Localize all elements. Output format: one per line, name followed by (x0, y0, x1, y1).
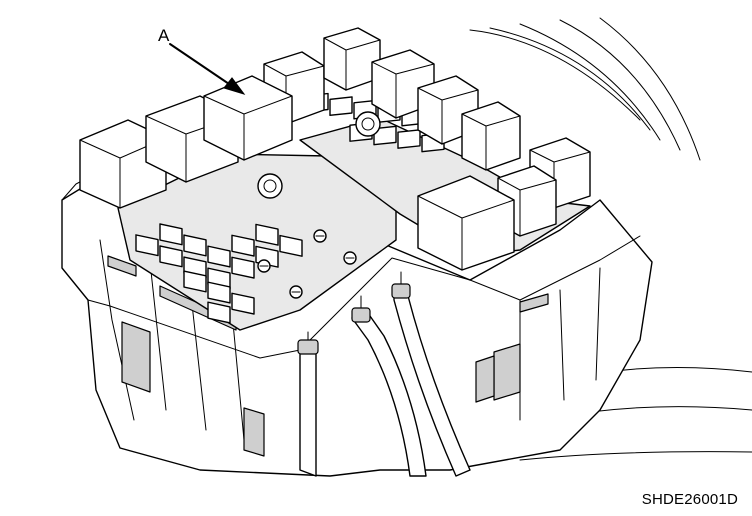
figure-code: SHDE26001D (641, 491, 738, 508)
callout-label-a: A (158, 26, 170, 45)
relay-a (203, 75, 293, 161)
mini-fuse-array-left (135, 223, 303, 324)
callout-arrow-a (169, 43, 246, 95)
relays (79, 27, 591, 271)
terminal-bolts (257, 111, 381, 299)
battery-cables (297, 271, 471, 477)
